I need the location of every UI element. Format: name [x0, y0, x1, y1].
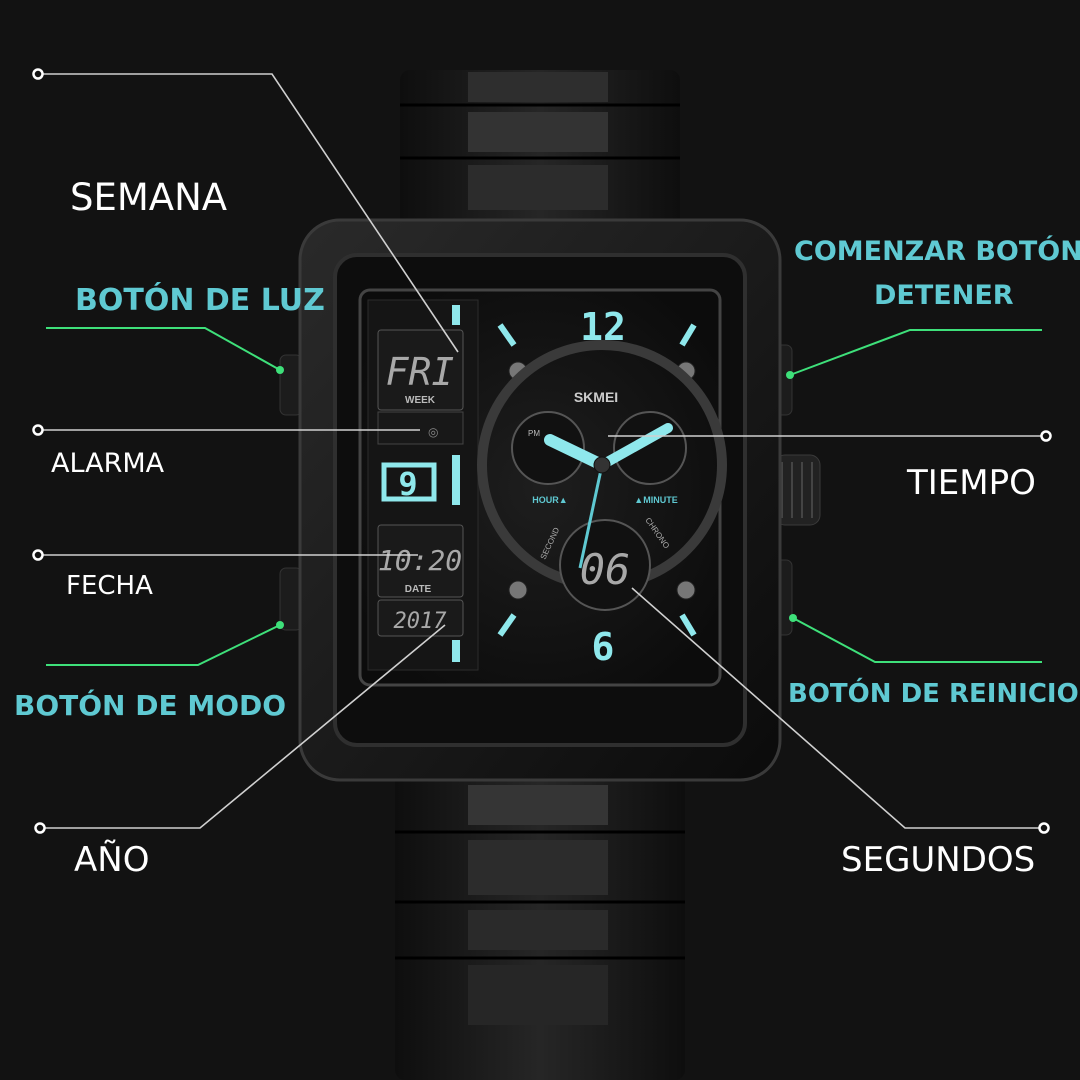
label-alarma: ALARMA: [51, 448, 165, 479]
date-window: 10:20 DATE: [377, 524, 464, 598]
callout-lines-white: [42, 73, 1044, 829]
date-caption: DATE: [405, 584, 432, 595]
green-dot-luz: [276, 366, 284, 374]
strap-bottom: [395, 740, 685, 1080]
callout-luz: [46, 327, 281, 371]
hand-pivot: [593, 456, 611, 474]
screw-bottom-left: [508, 580, 528, 600]
label-fecha: FECHA: [66, 571, 153, 601]
callout-dots: [32, 68, 1052, 834]
strap-top: [400, 70, 680, 230]
index-4-30: [679, 613, 697, 637]
dot-segundos: [1038, 822, 1050, 834]
chrono-display: 06: [580, 545, 631, 594]
callout-anio: [42, 624, 446, 829]
index-left-top: [452, 305, 460, 325]
callout-lines-green: [46, 327, 1042, 666]
index-9-bar: [452, 455, 460, 505]
alarm-icon: ◎: [428, 425, 438, 439]
green-dot-comenzar: [786, 371, 794, 379]
label-comenzar-line1: COMENZAR BOTÓN: [794, 236, 1080, 267]
minute-hand: [597, 423, 673, 470]
green-dot-modo: [276, 621, 284, 629]
week-window: FRI WEEK: [377, 329, 464, 411]
crown: [774, 454, 821, 526]
green-dot-reinicio: [789, 614, 797, 622]
hour-hand: [544, 434, 608, 471]
alarm-window: [377, 411, 464, 445]
dot-fecha: [32, 549, 44, 561]
dot-tiempo: [1040, 430, 1052, 442]
brand-logo: SKMEI: [574, 389, 618, 405]
index-left-bottom: [452, 640, 460, 662]
callout-segundos: [631, 587, 1044, 829]
hour-subdial: PM HOUR▲: [511, 411, 585, 505]
numeral-6: 6: [592, 625, 615, 669]
dot-alarma: [32, 424, 44, 436]
callout-modo: [46, 624, 281, 666]
hour-caption: HOUR▲: [532, 495, 567, 505]
date-display: 10:20: [378, 544, 462, 577]
label-boton-reinicio: BOTÓN DE REINICIO: [788, 679, 1079, 709]
label-anio: AÑO: [74, 840, 150, 880]
callout-green-dots: [276, 366, 797, 629]
week-display: FRI: [386, 350, 455, 394]
label-segundos: SEGUNDOS: [841, 840, 1036, 880]
index-7-30: [497, 613, 517, 637]
numeral-9-frame: [381, 462, 437, 502]
callout-comenzar: [789, 329, 1042, 376]
screw-bottom-right: [676, 580, 696, 600]
label-comenzar-line2: DETENER: [874, 280, 1014, 311]
label-tiempo: TIEMPO: [907, 463, 1036, 503]
dot-semana: [32, 68, 44, 80]
index-10-30: [497, 323, 517, 347]
numeral-9: 9: [398, 465, 417, 503]
year-window: 2017: [377, 599, 464, 637]
label-boton-modo: BOTÓN DE MODO: [14, 689, 287, 722]
label-boton-luz: BOTÓN DE LUZ: [75, 283, 325, 318]
callout-semana: [42, 73, 459, 353]
second-hand: [578, 464, 604, 569]
minute-caption: ▲MINUTE: [634, 495, 677, 505]
week-caption: WEEK: [405, 395, 436, 406]
index-1-30: [679, 323, 697, 347]
dot-anio: [34, 822, 46, 834]
callout-reinicio: [792, 617, 1042, 663]
pm-marker: PM: [528, 429, 540, 438]
label-semana: SEMANA: [70, 176, 228, 219]
